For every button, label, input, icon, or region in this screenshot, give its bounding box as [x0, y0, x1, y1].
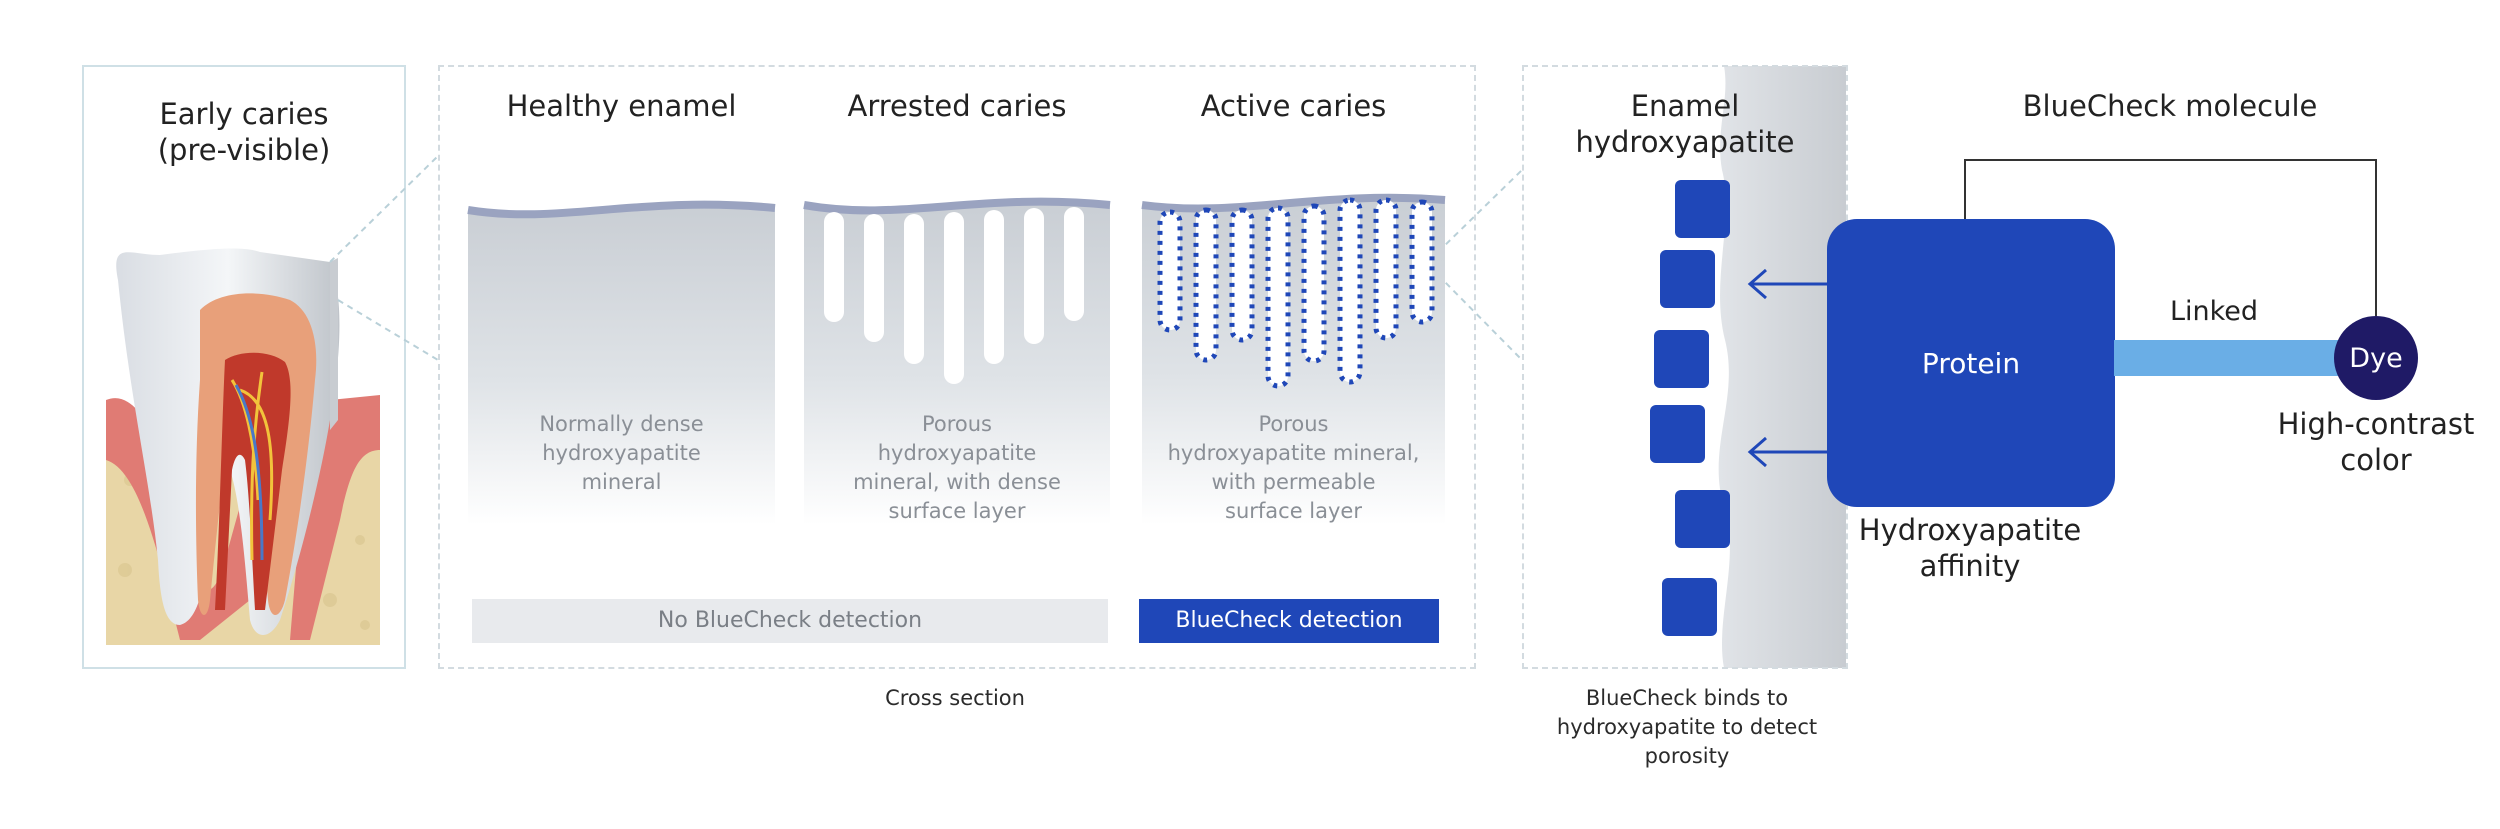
- binding-blocks: [1650, 180, 1730, 636]
- binding-arrows: [1747, 268, 1828, 468]
- molecule-title: BlueCheck molecule: [2022, 89, 2318, 123]
- active-caries-section: [1141, 193, 1446, 525]
- tooth-illustration: [106, 248, 380, 645]
- affinity-label: Hydroxyapatite affinity: [1858, 513, 2082, 583]
- column-desc-healthy: Normally dense hydroxyapatite mineral: [539, 412, 704, 494]
- enamel-wall: [1718, 66, 1846, 668]
- cross-section-panel: [438, 65, 1476, 669]
- molecule-bracket: [1964, 159, 2377, 316]
- dye-circle: Dye: [2334, 316, 2418, 400]
- linker-bar: [2114, 340, 2340, 376]
- column-desc-active: Porous hydroxyapatite mineral, with perm…: [1167, 412, 1420, 523]
- protein-block: Protein: [1827, 219, 2115, 507]
- protein-label: Protein: [1921, 346, 2021, 380]
- linked-label: Linked: [2169, 296, 2259, 327]
- contrast-label: High-contrast color: [2277, 407, 2475, 477]
- tooth-panel-title: Early caries (pre-visible): [157, 97, 331, 167]
- healthy-enamel-section: [467, 200, 776, 525]
- binding-caption: BlueCheck binds to hydroxyapatite to det…: [1556, 686, 1818, 768]
- column-title-arrested: Arrested caries: [847, 89, 1067, 123]
- zoom-lines: [329, 155, 1523, 361]
- column-title-active: Active caries: [1200, 89, 1387, 123]
- enamel-title: Enamel hydroxyapatite: [1575, 89, 1795, 159]
- no-detection-bar: No BlueCheck detection: [472, 599, 1108, 643]
- detection-bar: BlueCheck detection: [1139, 599, 1439, 643]
- column-title-healthy: Healthy enamel: [506, 89, 737, 123]
- column-desc-arrested: Porous hydroxyapatite mineral, with dens…: [853, 412, 1061, 523]
- dye-label: Dye: [2349, 342, 2403, 374]
- cross-section-caption: Cross section: [885, 686, 1025, 710]
- arrested-caries-section: [803, 197, 1111, 526]
